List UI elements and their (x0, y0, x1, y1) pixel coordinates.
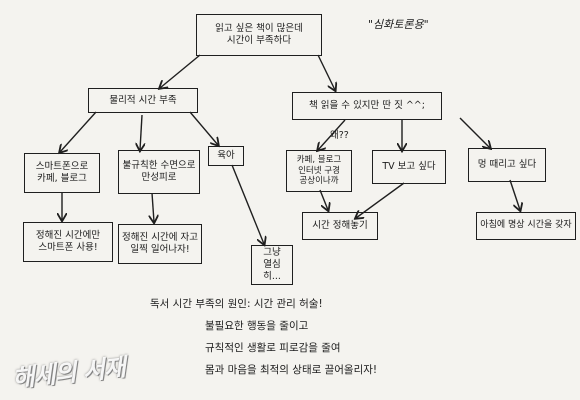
r1-box: 카페, 블로그 인터넷 구경 공상이나까 (286, 150, 352, 192)
p1-sol-line-1: 정해진 시간에만 (35, 230, 101, 242)
arrow-p2-sol (152, 192, 154, 222)
conclusion-line-2: 불필요한 행동을 줄이고 (205, 320, 309, 332)
p1-box: 스마트폰으로 카페, 블로그 (24, 153, 100, 193)
arrow-r1-sol (319, 189, 328, 210)
arrow-readable-r3 (459, 117, 490, 148)
arrow-physical-p2 (140, 114, 142, 150)
conclusion-line-4: 몸과 마음을 최적의 상태로 끌어올리자! (205, 364, 378, 376)
p2-box: 불규칙한 수면으로 만성피로 (118, 150, 200, 194)
arrow-r3-sol (509, 179, 520, 210)
p3-box: 육아 (208, 146, 244, 166)
p1-sol-line-2: 스마트폰 사용! (38, 242, 98, 253)
arrow-readable-r1 (318, 119, 346, 150)
r1-line-1: 카페, 블로그 (296, 155, 342, 166)
conclusion-line-3: 규칙적인 생활로 피로감을 줄여 (205, 342, 341, 354)
r3-box: 멍 때리고 싶다 (468, 148, 546, 182)
p1-solution-box: 정해진 시간에만 스마트폰 사용! (23, 222, 113, 262)
p2-sol-line-1: 정해진 시간에 자고 (122, 232, 198, 244)
readable-box: 책 읽을 수 있지만 딴 짓 ^^; (292, 92, 442, 120)
p3-sol-line-2: 열심히... (263, 259, 281, 282)
arrow-root-physical (160, 54, 201, 88)
arrow-physical-p3 (189, 111, 218, 145)
p2-line-1: 불규칙한 수면으로 (122, 160, 196, 172)
r2-box: TV 보고 싶다 (372, 150, 446, 184)
p3-sol-line-1: 그냥 (263, 247, 281, 259)
p2-solution-box: 정해진 시간에 자고 일찍 일어나자! (118, 224, 202, 264)
arrow-root-readable (317, 54, 335, 90)
p2-sol-line-2: 일찍 일어나자! (130, 244, 190, 255)
r-solution-box: 시간 정해놓기 (302, 212, 378, 240)
p1-line-2: 카페, 블로그 (37, 173, 87, 184)
title-note: "심화토론용" (368, 18, 429, 31)
root-box: 읽고 싶은 책이 많은데 시간이 부족하다 (196, 14, 322, 56)
r1-line-3: 공상이나까 (299, 176, 339, 187)
root-line-1: 읽고 싶은 책이 많은데 (215, 23, 303, 35)
p3-solution-box: 그냥 열심히... (251, 245, 293, 285)
p1-line-1: 스마트폰으로 (35, 161, 89, 173)
conclusion-line-1: 독서 시간 부족의 원인: 시간 관리 허술! (150, 298, 323, 310)
arrow-physical-p1 (60, 111, 97, 152)
r1-line-2: 인터넷 구경 (298, 165, 340, 176)
arrow-p3-sol (231, 164, 264, 244)
root-line-2: 시간이 부족하다 (226, 35, 292, 46)
physical-box: 물리적 시간 부족 (88, 88, 198, 113)
p2-line-2: 만성피로 (141, 172, 177, 183)
why-label: 왜?? (330, 130, 349, 141)
r3-solution-box: 아침에 명상 시간을 갖자 (476, 212, 576, 240)
